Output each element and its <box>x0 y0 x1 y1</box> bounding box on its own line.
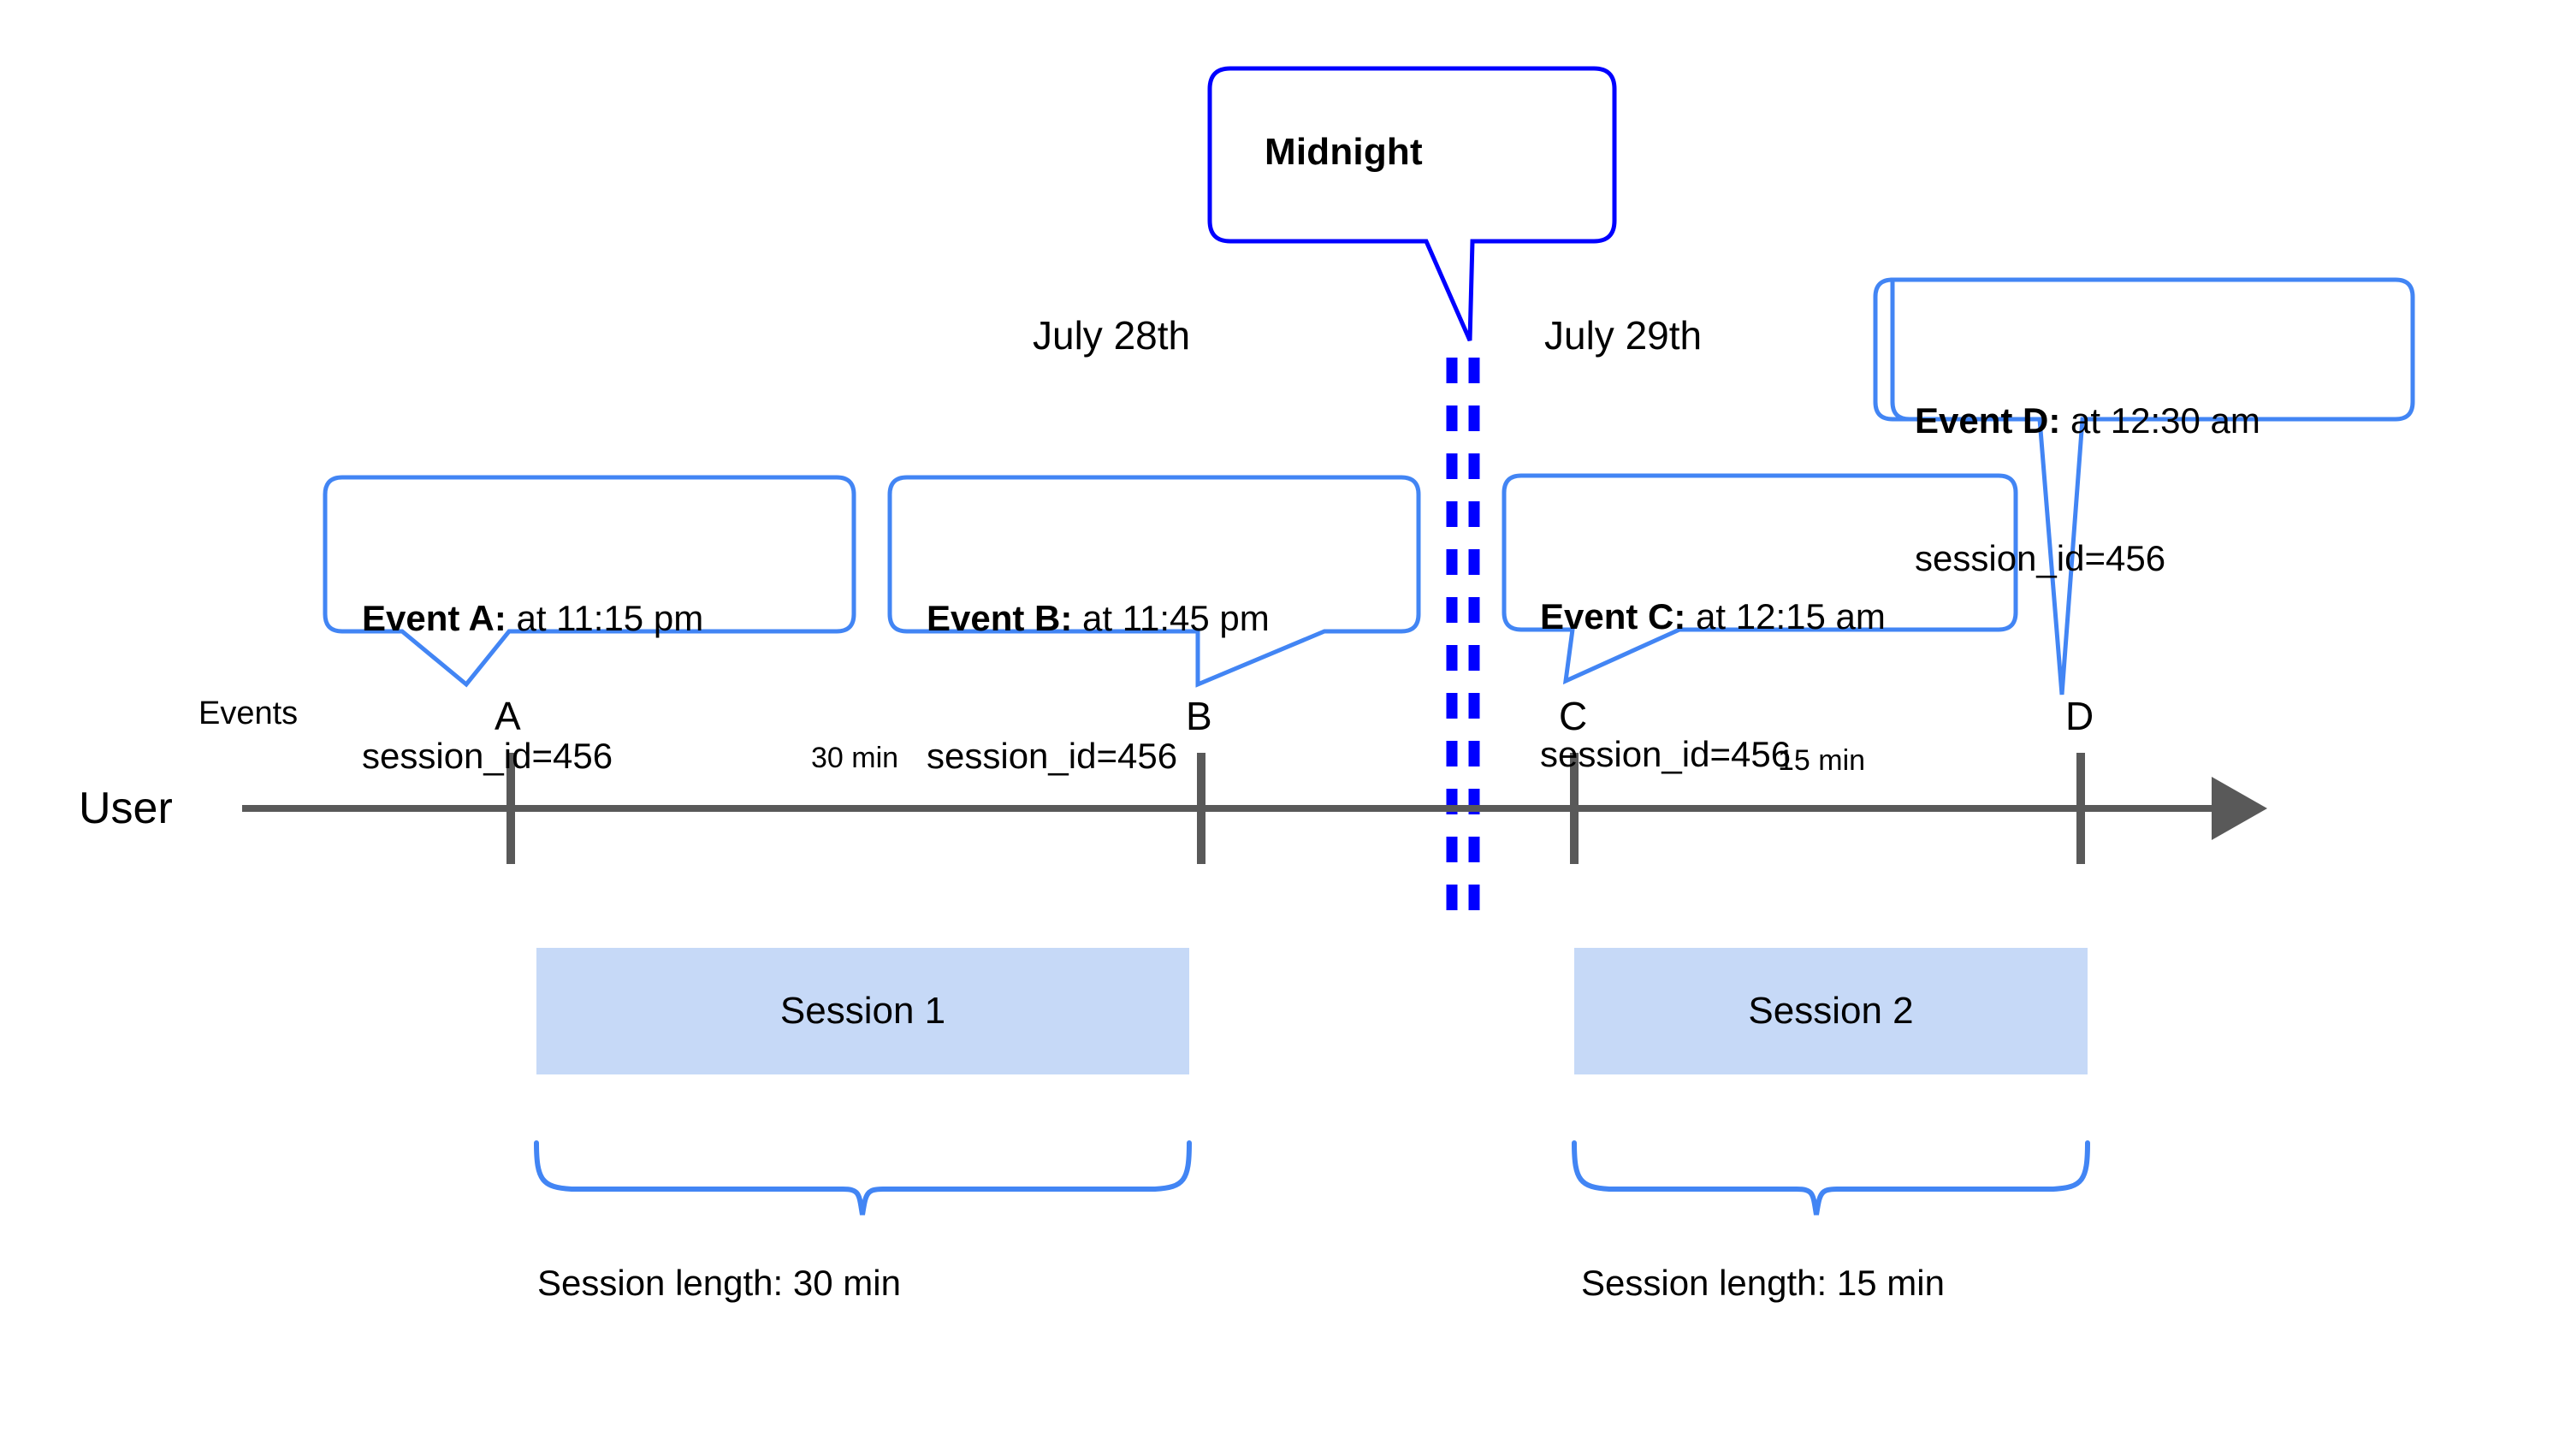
session-1-brace <box>534 1140 1192 1216</box>
day-label-july-29: July 29th <box>1544 313 1703 358</box>
event-b-callout-text: Event B: at 11:45 pm session_id=456 <box>927 503 1270 871</box>
duration-a-to-b-label: 30 min <box>811 742 899 774</box>
marker-letter-b: B <box>1186 694 1212 738</box>
event-a-title: Event A: <box>362 597 506 638</box>
events-row-label: Events <box>198 695 299 731</box>
session-1-box: Session 1 <box>536 948 1189 1074</box>
event-a-time: at 11:15 pm <box>506 597 704 638</box>
marker-letter-c: C <box>1559 694 1588 738</box>
event-d-time: at 12:30 am <box>2060 400 2260 441</box>
session-2-brace <box>1572 1140 2090 1216</box>
duration-c-to-d-label: 15 min <box>1778 744 1866 777</box>
event-a-session-id: session_id=456 <box>362 735 613 776</box>
session-1-length-label: Session length: 30 min <box>537 1263 901 1303</box>
event-d-title: Event D: <box>1915 400 2061 441</box>
event-b-time: at 11:45 pm <box>1072 597 1270 638</box>
session-2-box: Session 2 <box>1574 948 2088 1074</box>
event-c-time: at 12:15 am <box>1685 595 1886 636</box>
midnight-label: Midnight <box>1265 131 1423 173</box>
event-d-session-id: session_id=456 <box>1915 537 2166 578</box>
midnight-divider-lines <box>1446 358 1480 926</box>
event-d-callout-text: Event D: at 12:30 am session_id=456 <box>1915 305 2260 673</box>
session-2-length-label: Session length: 15 min <box>1581 1263 1945 1303</box>
marker-letter-a: A <box>495 694 521 738</box>
session-1-label: Session 1 <box>779 990 946 1032</box>
event-c-callout-text: Event C: at 12:15 am session_id=456 <box>1540 501 1886 869</box>
event-c-session-id: session_id=456 <box>1540 733 1792 774</box>
event-b-session-id: session_id=456 <box>927 735 1178 776</box>
event-a-callout-text: Event A: at 11:15 pm session_id=456 <box>362 503 703 871</box>
day-label-july-28: July 28th <box>1033 313 1191 358</box>
event-c-title: Event C: <box>1540 595 1686 636</box>
midnight-callout-shape <box>1207 66 1617 342</box>
marker-letter-d: D <box>2065 694 2094 738</box>
event-b-title: Event B: <box>927 597 1073 638</box>
session-2-label: Session 2 <box>1748 990 1914 1032</box>
user-row-label: User <box>79 784 173 833</box>
